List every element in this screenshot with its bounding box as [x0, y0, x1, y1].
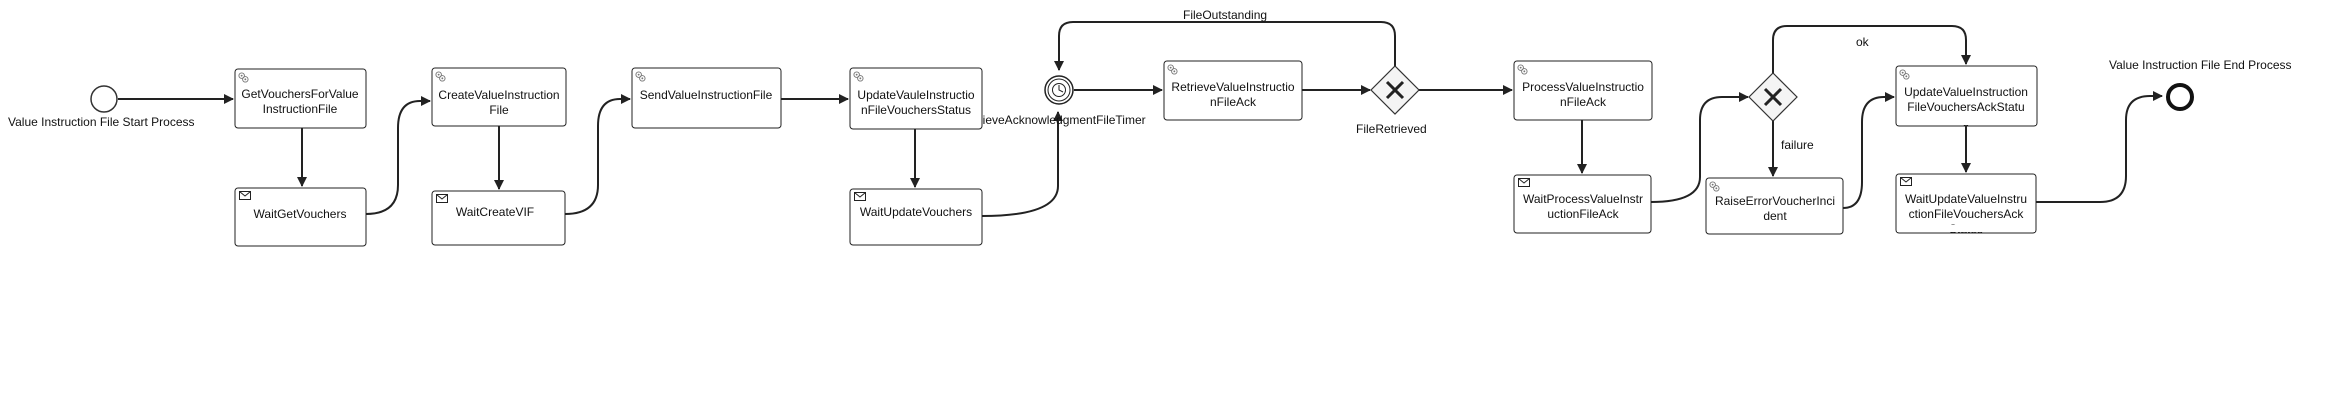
task-label: uctionFileAck: [1547, 207, 1619, 221]
gateway-result[interactable]: [1748, 72, 1798, 122]
task-label: InstructionFile: [263, 102, 338, 116]
start-event[interactable]: [90, 85, 118, 113]
task-label: RetrieveValueInstructio: [1171, 80, 1294, 94]
envelope-icon: [436, 194, 448, 203]
task-label: WaitUpdateVouchers: [860, 205, 972, 219]
flow-file-outstanding[interactable]: [1054, 21, 1396, 71]
task-label: ProcessValueInstructio: [1522, 80, 1644, 94]
task-label: nFileVouchersStatus: [861, 103, 971, 117]
task-label: SendValueInstructionFile: [640, 88, 773, 102]
start-event-label: Value Instruction File Start Process: [8, 115, 195, 129]
task-label: GetVouchersForValue: [241, 87, 359, 101]
task-label: UpdateValueInstruction: [1904, 85, 2028, 99]
timer-event-label: RetrieveAcknowledgmentFileTimer: [960, 113, 1146, 127]
flow-wait-update-ack-to-end[interactable]: [2036, 91, 2163, 203]
flow-wait-get-vouchers-to-create-vif[interactable]: [365, 96, 431, 215]
task-wait-get-vouchers[interactable]: WaitGetVouchers: [234, 187, 367, 247]
task-label: FileVouchersAckStatu: [1907, 100, 2024, 114]
envelope-icon: [1518, 178, 1530, 187]
envelope-icon: [239, 191, 251, 200]
task-wait-create-vif[interactable]: WaitCreateVIF: [431, 190, 566, 246]
task-label: WaitProcessValueInstr: [1523, 192, 1643, 206]
flow-label-ok: ok: [1856, 35, 1870, 49]
task-label: WaitGetVouchers: [254, 207, 347, 221]
svg-text:WaitGetVouchers: WaitGetVouchers: [254, 207, 347, 221]
task-label: WaitUpdateValueInstru: [1905, 192, 2027, 206]
flow-wait-create-vif-to-send[interactable]: [564, 94, 631, 215]
task-label: dent: [1763, 209, 1787, 223]
flow-wait-update-to-timer[interactable]: [981, 111, 1063, 217]
task-label: nFileAck: [1210, 95, 1257, 109]
task-wait-update-vouchers[interactable]: WaitUpdateVouchers: [849, 188, 983, 246]
task-label: File: [489, 103, 509, 117]
task-label: ctionFileVouchersAck: [1909, 207, 2025, 221]
envelope-icon: [1900, 177, 1912, 186]
flow-ok[interactable]: [1772, 25, 1971, 74]
svg-text:WaitCreateVIF: WaitCreateVIF: [456, 205, 534, 219]
x-icon: [1385, 80, 1405, 100]
timer-event[interactable]: [1044, 75, 1074, 105]
task-label: RaiseErrorVoucherInci: [1715, 194, 1835, 208]
svg-text:WaitUpdateVouchers: WaitUpdateVouchers: [860, 205, 972, 219]
envelope-icon: [854, 192, 866, 201]
end-event[interactable]: [2166, 83, 2194, 111]
svg-text:SendValueInstructionFile: SendValueInstructionFile: [640, 88, 773, 102]
clock-icon: [1052, 83, 1066, 97]
flow-label-file-outstanding: FileOutstanding: [1183, 8, 1267, 22]
end-event-label: Value Instruction File End Process: [2109, 58, 2292, 72]
flow-wait-process-ack-to-gateway[interactable]: [1650, 92, 1749, 203]
gateway-file-retrieved-label: FileRetrieved: [1356, 122, 1427, 136]
x-icon: [1763, 87, 1783, 107]
gateway-file-retrieved[interactable]: [1370, 65, 1420, 115]
task-label: CreateValueInstruction: [438, 88, 559, 102]
flow-raise-error-to-update-ack[interactable]: [1842, 92, 1895, 209]
task-label: UpdateVauleInstructio: [857, 88, 975, 102]
flow-label-failure: failure: [1781, 138, 1814, 152]
task-send-vif[interactable]: SendValueInstructionFile: [631, 67, 782, 129]
task-label: nFileAck: [1560, 95, 1607, 109]
task-label: WaitCreateVIF: [456, 205, 534, 219]
